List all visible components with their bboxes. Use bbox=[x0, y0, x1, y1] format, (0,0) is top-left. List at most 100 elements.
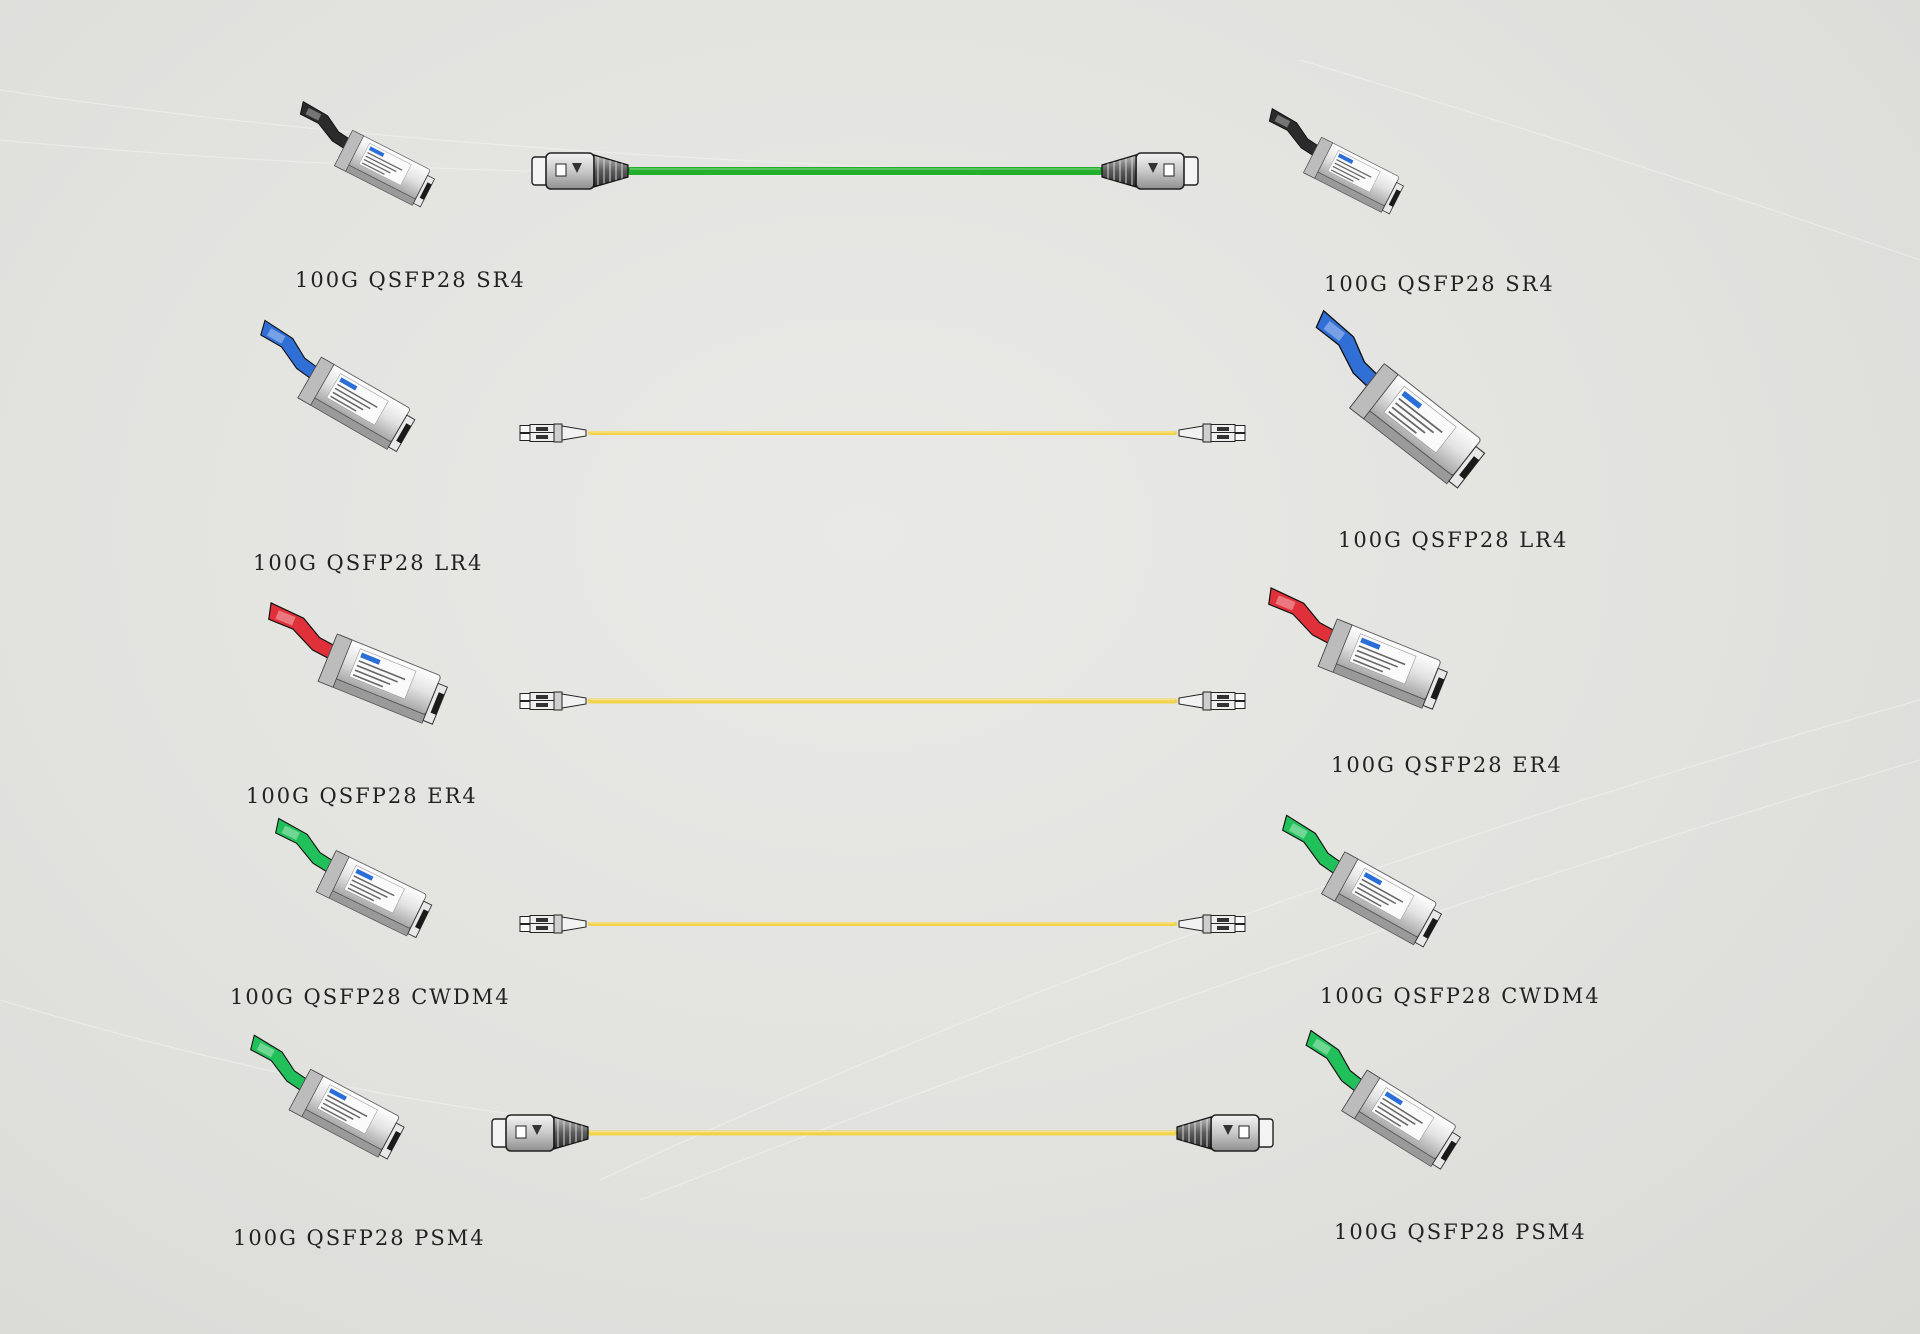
lc-ferrule bbox=[519, 433, 531, 441]
sticker-text-line bbox=[347, 887, 375, 902]
sticker-text-line bbox=[358, 660, 406, 681]
mpo-housing bbox=[1135, 152, 1185, 190]
sticker-text-line bbox=[337, 383, 378, 408]
module-label-left: 100G QSFP28 SR4 bbox=[295, 268, 526, 292]
sticker-text-line bbox=[322, 1102, 354, 1120]
sticker-text-line bbox=[365, 155, 397, 173]
mpo-connector-left bbox=[531, 152, 629, 190]
lc-ferrule bbox=[1234, 924, 1246, 932]
lc-connector-right bbox=[1178, 423, 1246, 443]
lc-ferrule bbox=[519, 916, 531, 924]
sticker-text-line bbox=[320, 1106, 347, 1122]
sticker-text-line bbox=[1358, 645, 1406, 666]
link-row-3 bbox=[268, 587, 1449, 725]
lc-clip bbox=[1202, 691, 1212, 711]
sticker-text-line bbox=[1388, 410, 1417, 434]
sticker-text-line bbox=[363, 158, 391, 174]
sticker-text-line bbox=[1332, 165, 1360, 181]
background-streaks bbox=[0, 59, 1920, 1201]
pull-tab bbox=[1268, 587, 1337, 646]
sticker-text-line bbox=[349, 883, 381, 900]
lc-clip bbox=[553, 914, 563, 934]
module-latch bbox=[297, 356, 335, 406]
mpo-key bbox=[555, 163, 567, 177]
module-port bbox=[1422, 917, 1438, 939]
qsfp28-module-right bbox=[1268, 587, 1449, 710]
sticker-text-line bbox=[1394, 402, 1435, 434]
module-label-left: 100G QSFP28 LR4 bbox=[253, 551, 484, 575]
module-port bbox=[1430, 677, 1445, 700]
lc-ferrule bbox=[1234, 693, 1246, 701]
lc-connector-right bbox=[1178, 691, 1246, 711]
sticker-text-line bbox=[1379, 1101, 1416, 1125]
mpo-boot bbox=[1176, 1116, 1212, 1150]
module-port bbox=[415, 909, 429, 930]
module-latch bbox=[1349, 363, 1399, 420]
lc-boot bbox=[561, 916, 587, 932]
lc-ferrule bbox=[519, 701, 531, 709]
sticker-text-line bbox=[353, 875, 395, 897]
qsfp28-module-right bbox=[1281, 814, 1443, 948]
qsfp28-module-right bbox=[1268, 107, 1405, 215]
lc-ferrule bbox=[1234, 425, 1246, 433]
module-label-right: 100G QSFP28 ER4 bbox=[1331, 753, 1563, 777]
lc-connector-left bbox=[519, 914, 587, 934]
module-port bbox=[396, 423, 412, 444]
sticker-text-line bbox=[1391, 406, 1426, 434]
mpo-boot bbox=[593, 154, 629, 188]
sticker-text-line bbox=[1354, 891, 1382, 907]
sticker-logo bbox=[328, 1088, 347, 1101]
lc-boot bbox=[561, 693, 587, 709]
module-sticker bbox=[358, 142, 412, 186]
lc-marking bbox=[1217, 703, 1229, 707]
lc-marking bbox=[536, 427, 548, 431]
qsfp28-module-left bbox=[275, 817, 433, 939]
sticker-logo bbox=[1337, 153, 1354, 164]
mpo-housing bbox=[545, 152, 595, 190]
lc-connector-right bbox=[1178, 914, 1246, 934]
sticker-logo bbox=[1360, 637, 1381, 650]
mpo-housing bbox=[505, 1114, 555, 1152]
module-sticker bbox=[1327, 149, 1381, 193]
lc-boot bbox=[1178, 693, 1204, 709]
sticker-text-line bbox=[1359, 882, 1397, 905]
module-label-left: 100G QSFP28 ER4 bbox=[246, 784, 478, 808]
pull-tab-highlight bbox=[275, 610, 296, 626]
module-label-left: 100G QSFP28 PSM4 bbox=[233, 1226, 486, 1250]
lc-ferrule bbox=[519, 924, 531, 932]
module-label-right: 100G QSFP28 SR4 bbox=[1324, 272, 1555, 296]
mpo-key-arrow bbox=[532, 1125, 542, 1135]
sticker-text-line bbox=[1377, 1105, 1409, 1126]
mpo-key bbox=[515, 1125, 527, 1139]
pull-tab-highlight bbox=[1275, 595, 1296, 611]
lc-connector-left bbox=[519, 691, 587, 711]
sticker-logo bbox=[1384, 1091, 1403, 1106]
qsfp28-module-left bbox=[260, 319, 416, 453]
lc-clip bbox=[1202, 914, 1212, 934]
mpo-key-arrow bbox=[572, 163, 582, 173]
pull-tab bbox=[268, 602, 337, 661]
module-latch bbox=[1341, 1069, 1381, 1120]
sticker-text-line bbox=[356, 664, 398, 683]
module-latch bbox=[334, 129, 365, 172]
lc-marking bbox=[1217, 695, 1229, 699]
pull-tab-highlight bbox=[305, 107, 322, 121]
lc-marking bbox=[1217, 435, 1229, 439]
lc-ferrule bbox=[1234, 916, 1246, 924]
mpo-connector-right bbox=[1101, 152, 1199, 190]
link-row-5 bbox=[250, 1029, 1462, 1170]
module-sticker bbox=[343, 864, 405, 914]
module-sticker bbox=[316, 1084, 378, 1135]
sticker-text-line bbox=[1356, 886, 1389, 906]
module-port bbox=[1388, 189, 1401, 207]
mpo-boot bbox=[553, 1116, 589, 1150]
module-label-left: 100G QSFP28 CWDM4 bbox=[230, 985, 511, 1009]
module-port bbox=[430, 692, 445, 715]
sticker-text-line bbox=[1398, 397, 1443, 434]
pull-tab-highlight bbox=[266, 328, 286, 344]
lc-boot bbox=[1178, 425, 1204, 441]
qsfp28-module-right bbox=[1315, 309, 1486, 489]
link-row-4 bbox=[275, 814, 1443, 948]
sticker-logo bbox=[368, 146, 385, 157]
